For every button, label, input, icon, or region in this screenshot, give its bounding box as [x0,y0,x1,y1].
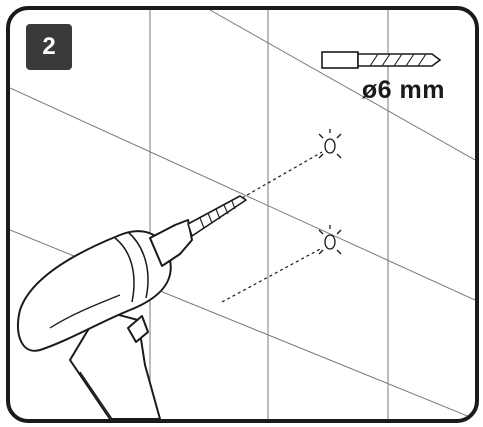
drill-bit-icon [321,51,442,69]
drill-guide-lines [221,151,323,303]
step-number-badge: 2 [26,24,72,70]
drill-bit-size-label: ø6 mm [361,76,445,104]
power-drill [17,195,247,419]
instruction-panel: 2 ø6 mm [6,6,479,423]
hole-marker-top [318,129,342,159]
wall-drilling-illustration [10,10,475,419]
hole-marker-bottom [318,225,342,255]
